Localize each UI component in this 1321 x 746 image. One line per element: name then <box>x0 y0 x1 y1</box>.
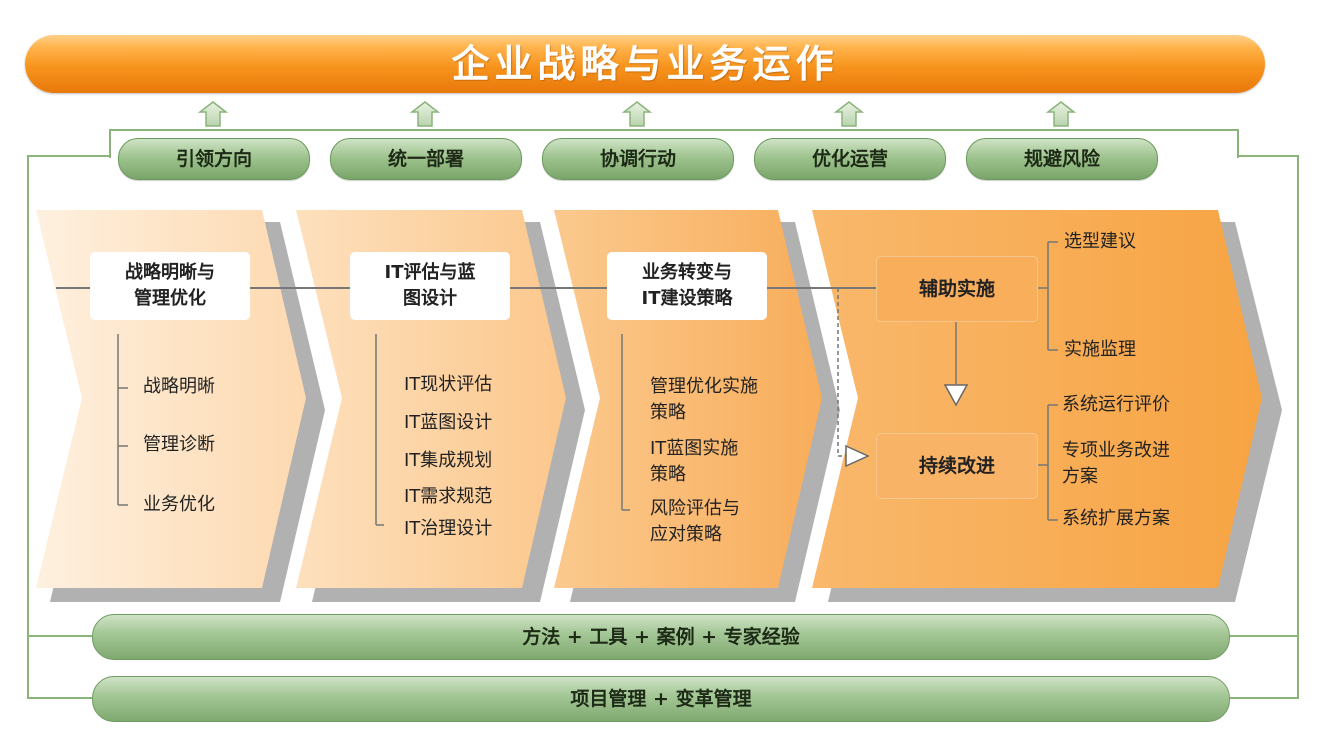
tree-lines-2 <box>375 334 384 526</box>
phase-4-improve-box: 持续改进 <box>876 433 1038 499</box>
phase-4-improve-item: 专项业务改进 <box>1062 440 1170 461</box>
phase-3-item: 策略 <box>650 402 686 423</box>
phase-4-implement-box: 辅助实施 <box>876 256 1038 322</box>
phase-3-title-line-2: IT建设策略 <box>641 288 733 309</box>
phase-4-implement-item: 选型建议 <box>1064 231 1136 252</box>
tree-lines-1 <box>117 334 128 506</box>
goal-pill-coordinate: 协调行动 <box>542 138 734 180</box>
methods-tools-bar: 方法 + 工具 + 案例 + 专家经验 <box>92 614 1230 660</box>
phase-3-item: 应对策略 <box>650 524 722 545</box>
project-change-bar: 项目管理 + 变革管理 <box>92 676 1230 722</box>
phase-1-item: 业务优化 <box>143 494 215 515</box>
banner-title: 企业战略与业务运作 <box>451 42 839 86</box>
phase-1-title-line-2: 管理优化 <box>134 288 206 309</box>
phase-4-improve-item: 方案 <box>1062 466 1098 487</box>
phase-3-title: 业务转变与 IT建设策略 <box>607 252 767 320</box>
phase-3-item: 策略 <box>650 464 686 485</box>
phase-3-title-line-1: 业务转变与 <box>642 262 732 283</box>
tree-lines-3 <box>621 334 630 511</box>
triangle-right-icon <box>845 444 870 468</box>
phase-4-implement-item: 实施监理 <box>1064 339 1136 360</box>
up-arrow-icon <box>621 101 653 127</box>
phase-2-item: IT蓝图设计 <box>404 412 493 433</box>
up-arrow-icon <box>1045 101 1077 127</box>
up-arrows <box>197 101 1077 127</box>
up-arrow-icon <box>197 101 229 127</box>
phase-1-title: 战略明晰与 管理优化 <box>90 252 250 320</box>
top-banner <box>25 35 1265 93</box>
frame-lines <box>27 129 1299 699</box>
goal-pill-deploy: 统一部署 <box>330 138 522 180</box>
goal-pill-risk: 规避风险 <box>966 138 1158 180</box>
phase-4-improve-item: 系统扩展方案 <box>1062 508 1170 529</box>
dashed-connector <box>837 288 848 457</box>
phase-2-item: IT现状评估 <box>404 374 493 395</box>
phase-3-item: 风险评估与 <box>650 498 740 519</box>
phase-2-title-line-2: 图设计 <box>403 288 457 309</box>
phase-1-item: 战略明晰 <box>143 376 215 397</box>
up-arrow-icon <box>409 101 441 127</box>
tree-lines-4 <box>955 241 1058 521</box>
phase-4-improve-item: 系统运行评价 <box>1062 394 1170 415</box>
phase-1-title-line-1: 战略明晰与 <box>125 262 215 283</box>
triangle-down-icon <box>943 384 969 407</box>
phase-3-item: IT蓝图实施 <box>650 438 739 459</box>
goal-pill-lead: 引领方向 <box>118 138 310 180</box>
phase-2-item: IT集成规划 <box>404 450 493 471</box>
phase-3-item: 管理优化实施 <box>650 376 758 397</box>
goal-pill-optimize: 优化运营 <box>754 138 946 180</box>
up-arrow-icon <box>833 101 865 127</box>
phase-2-item: IT需求规范 <box>404 486 493 507</box>
phase-2-item: IT治理设计 <box>404 518 493 539</box>
phase-2-title-line-1: IT评估与蓝 <box>384 262 476 283</box>
phase-1-item: 管理诊断 <box>143 434 215 455</box>
phase-2-title: IT评估与蓝 图设计 <box>350 252 510 320</box>
